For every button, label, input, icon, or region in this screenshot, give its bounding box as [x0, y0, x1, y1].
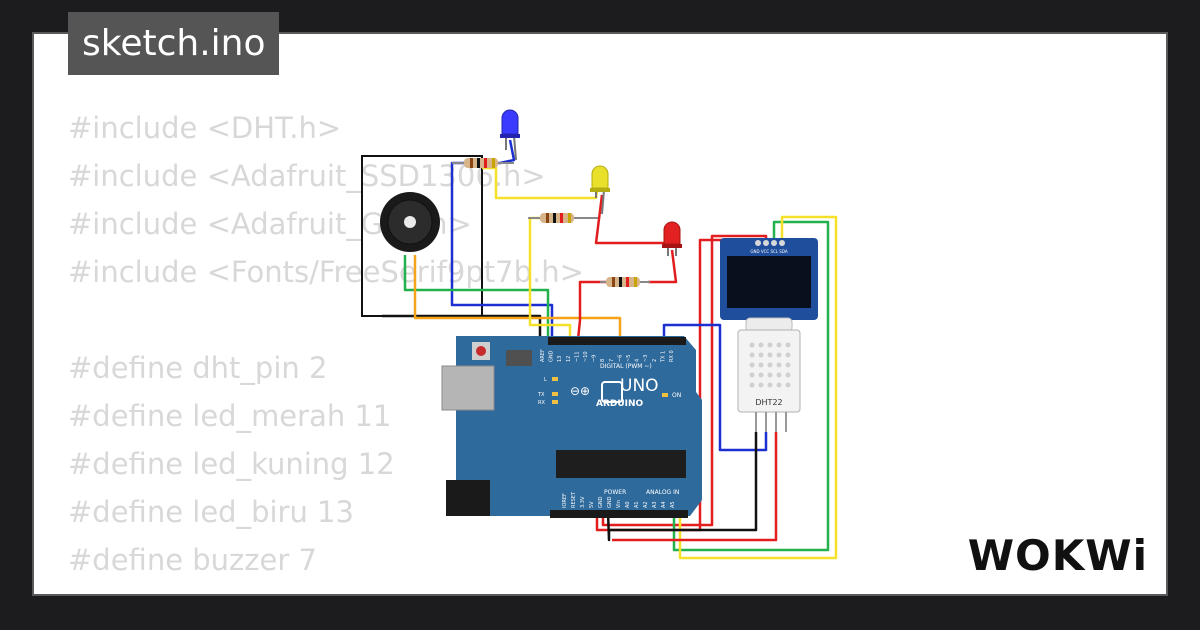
pin-label: ~3 — [643, 355, 649, 362]
led-blue[interactable] — [500, 109, 520, 161]
pin-label: A1 — [634, 501, 640, 508]
dht22-sensor[interactable]: DHT22 — [737, 317, 801, 432]
arduino-uno[interactable]: ⊖⊕ UNO ARDUINO DIGITAL (PWM ~) POWER ANA… — [441, 336, 702, 518]
pin-label: 3.3V — [580, 496, 586, 508]
wire-oled-scl — [672, 220, 830, 552]
svg-text:⊖⊕: ⊖⊕ — [570, 384, 590, 398]
pin-label: A2 — [643, 501, 649, 508]
resistor-1[interactable] — [452, 158, 514, 168]
led-l-label: L — [544, 377, 547, 383]
led-tx-label: TX — [537, 392, 545, 398]
pin-label: A5 — [670, 501, 676, 508]
code-line: #define dht_pin 2 — [68, 351, 328, 385]
power-label: POWER — [604, 489, 626, 496]
digital-label: DIGITAL (PWM ~) — [600, 363, 652, 370]
on-led-label: ON — [672, 392, 681, 399]
code-line: #define buzzer 7 — [68, 543, 317, 577]
code-line: #include <Fonts/FreeSerif9pt7b.h> — [68, 255, 584, 289]
wire-green-buzzer — [403, 255, 550, 340]
resistor-3[interactable] — [600, 277, 650, 287]
pin-label: RX 0 — [669, 350, 675, 362]
wokwi-logo: WOKWi — [967, 531, 1148, 580]
buzzer[interactable] — [380, 192, 440, 252]
digital-header — [548, 337, 686, 345]
wire-yellow-led — [482, 166, 600, 200]
oled-pin-labels: GND VCC SCL SDA — [750, 249, 787, 254]
led-rx-label: RX — [538, 400, 545, 406]
pin-label: 8 — [600, 359, 606, 362]
board-model-label: UNO — [620, 376, 659, 396]
wire-dht-gnd — [606, 432, 758, 542]
pin-label: GND — [549, 350, 555, 362]
code-line: #define led_merah 11 — [68, 399, 392, 433]
pin-label: 4 — [635, 359, 641, 362]
oled-display[interactable]: GND VCC SCL SDA — [720, 238, 818, 320]
pin-label: 12 — [566, 356, 572, 362]
analog-label: ANALOG IN — [646, 489, 679, 496]
wire-black-buzzer — [382, 314, 542, 340]
wire-orange — [413, 255, 622, 340]
led-yellow[interactable] — [590, 165, 610, 215]
wire-red-led — [594, 194, 670, 245]
code-editor: #include <DHT.h> #include <Adafruit_SSD1… — [68, 104, 584, 594]
pin-label: ~9 — [592, 355, 598, 362]
wire-dht-vcc — [612, 432, 778, 542]
file-tab[interactable]: sketch.ino — [68, 12, 280, 75]
wire-yellow-pin12 — [528, 216, 572, 340]
pin-label: 13 — [557, 356, 563, 362]
wire-blue — [450, 139, 554, 340]
board-brand-label: ARDUINO — [596, 399, 644, 409]
code-line: #define led_kuning 12 — [68, 447, 395, 481]
pin-label: 5V — [589, 501, 595, 508]
dht22-label: DHT22 — [755, 398, 782, 407]
pin-label: Vin — [616, 500, 622, 508]
wire-dht-data — [662, 323, 768, 452]
code-line: #define led_biru 13 — [68, 495, 354, 529]
pin-label: ~6 — [617, 355, 623, 362]
pin-label: RESET — [571, 491, 577, 508]
power-jack — [446, 480, 490, 516]
pin-label: A0 — [625, 501, 631, 508]
code-line: #include <DHT.h> — [68, 111, 342, 145]
pin-label: A3 — [652, 501, 658, 508]
pin-label: ~5 — [626, 355, 632, 362]
pin-label: IOREF — [562, 493, 568, 508]
atmega-chip — [556, 450, 686, 478]
pin-label: A4 — [661, 501, 667, 508]
pin-label: 2 — [652, 359, 658, 362]
pin-label: ~11 — [574, 351, 580, 362]
power-analog-header — [550, 510, 688, 518]
usb-port — [441, 365, 495, 411]
wire-red-pin11 — [576, 280, 606, 341]
resistor-2[interactable] — [528, 213, 598, 223]
code-line: #include <Adafruit_SSD1306.h> — [68, 159, 546, 193]
pin-label: GND — [598, 496, 604, 508]
wires — [382, 139, 838, 560]
pin-label: ~10 — [583, 351, 589, 362]
wire-oled-sda — [678, 215, 838, 560]
wire-oled-red2 — [601, 234, 768, 527]
led-red[interactable] — [662, 221, 682, 256]
wire-red-resistor — [648, 249, 678, 284]
pin-label: GND — [607, 496, 613, 508]
pin-label: 7 — [609, 359, 615, 362]
pin-label: AREF — [540, 349, 546, 362]
code-line: #define SCREEN_WIDTH 128 — [68, 584, 584, 594]
pin-label: TX 1 — [660, 351, 666, 363]
